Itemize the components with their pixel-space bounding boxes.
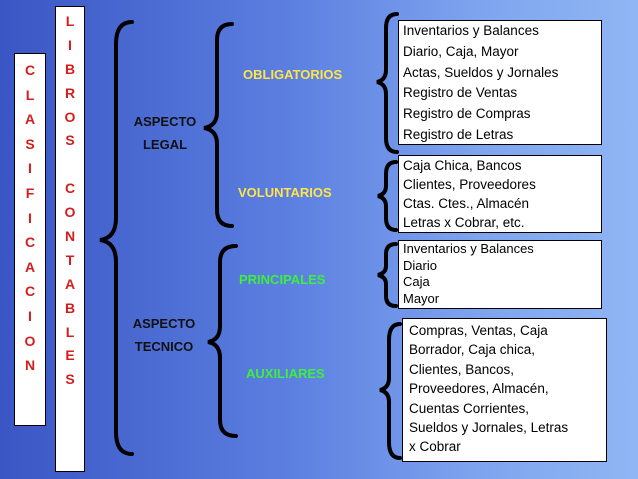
vertical-letter: I [28, 209, 32, 226]
libros-contables-vertical-box: L I B R O S C O N T A B L E S [55, 6, 85, 472]
aspecto-tecnico-line1: ASPECTO [132, 316, 196, 331]
vertical-letter: I [68, 36, 72, 53]
vertical-letter: A [64, 275, 76, 292]
vertical-letter: F [25, 184, 35, 201]
vertical-letter: L [65, 323, 75, 340]
vertical-letter: A [24, 111, 36, 128]
vertical-letter: S [65, 132, 75, 149]
list-item: Caja [403, 274, 430, 289]
vertical-letter: L [65, 13, 75, 29]
obligatorios-heading: OBLIGATORIOS [243, 67, 343, 82]
vertical-letter: E [65, 347, 75, 364]
clasificacion-vertical-box: C L A S I F I C A C I O N [14, 53, 46, 426]
vertical-letter: L [25, 86, 35, 103]
list-item: Cuentas Corrientes, [409, 400, 530, 416]
obligatorios-brace [376, 12, 399, 154]
vertical-letter: B [64, 60, 76, 77]
list-item: Inventarios y Balances [403, 23, 539, 38]
vertical-letter: A [24, 258, 36, 275]
list-item: Actas, Sueldos y Jornales [403, 64, 559, 80]
auxiliares-brace [379, 322, 402, 460]
aspecto-legal-label: ASPECTO LEGAL [124, 110, 206, 156]
voluntarios-list: Caja Chica, Bancos Clientes, Proveedores… [398, 155, 602, 233]
list-item: Registro de Compras [403, 106, 531, 122]
list-item: Diario [403, 257, 437, 273]
principales-brace [377, 242, 398, 308]
vertical-letter: T [65, 251, 75, 268]
list-item: Borrador, Caja chica, [409, 342, 536, 358]
list-item: Proveedores, Almacén, [409, 381, 549, 397]
voluntarios-brace [377, 160, 398, 232]
auxiliares-heading: AUXILIARES [246, 366, 325, 381]
tecnico-brace [207, 244, 238, 438]
list-item: Sueldos y Jornales, Letras [409, 420, 569, 436]
principales-list: Inventarios y Balances Diario Caja Mayor [398, 240, 602, 309]
list-item: Registro de Letras [403, 126, 514, 142]
main-brace [99, 20, 134, 456]
legal-brace [203, 22, 234, 228]
vertical-letter: S [65, 371, 75, 388]
vertical-letter: S [25, 135, 35, 152]
vertical-letter: O [24, 332, 36, 349]
voluntarios-heading: VOLUNTARIOS [238, 185, 332, 200]
list-item: Caja Chica, Bancos [403, 158, 522, 173]
vertical-letter: O [64, 204, 76, 221]
vertical-letter: N [24, 357, 36, 374]
aspecto-legal-line2: LEGAL [142, 137, 188, 152]
vertical-letter: N [64, 228, 76, 245]
vertical-letter: O [64, 108, 76, 125]
list-item: Clientes, Bancos, [409, 361, 515, 377]
aspecto-tecnico-line2: TECNICO [134, 339, 194, 354]
vertical-letter: B [64, 299, 76, 316]
vertical-letter: I [28, 160, 32, 177]
obligatorios-list: Inventarios y Balances Diario, Caja, May… [398, 20, 602, 145]
list-item: Letras x Cobrar, etc. [403, 215, 525, 230]
list-item: Registro de Ventas [403, 85, 518, 101]
list-item: Diario, Caja, Mayor [403, 43, 519, 59]
list-item: Inventarios y Balances [403, 241, 534, 256]
list-item: Ctas. Ctes., Almacén [403, 196, 530, 211]
vertical-letter: C [64, 180, 76, 197]
aspecto-legal-line1: ASPECTO [133, 114, 197, 129]
list-item: x Cobrar [409, 439, 461, 455]
auxiliares-list: Compras, Ventas, Caja Borrador, Caja chi… [402, 318, 607, 462]
list-item: Compras, Ventas, Caja [409, 323, 548, 338]
vertical-letter: C [24, 62, 36, 78]
vertical-letter: C [24, 283, 36, 300]
list-item: Mayor [403, 290, 440, 306]
principales-heading: PRINCIPALES [239, 272, 326, 287]
aspecto-tecnico-label: ASPECTO TECNICO [122, 312, 206, 358]
vertical-letter: I [28, 307, 32, 324]
list-item: Clientes, Proveedores [403, 177, 536, 192]
vertical-letter: R [64, 84, 76, 101]
vertical-letter: C [24, 234, 36, 251]
